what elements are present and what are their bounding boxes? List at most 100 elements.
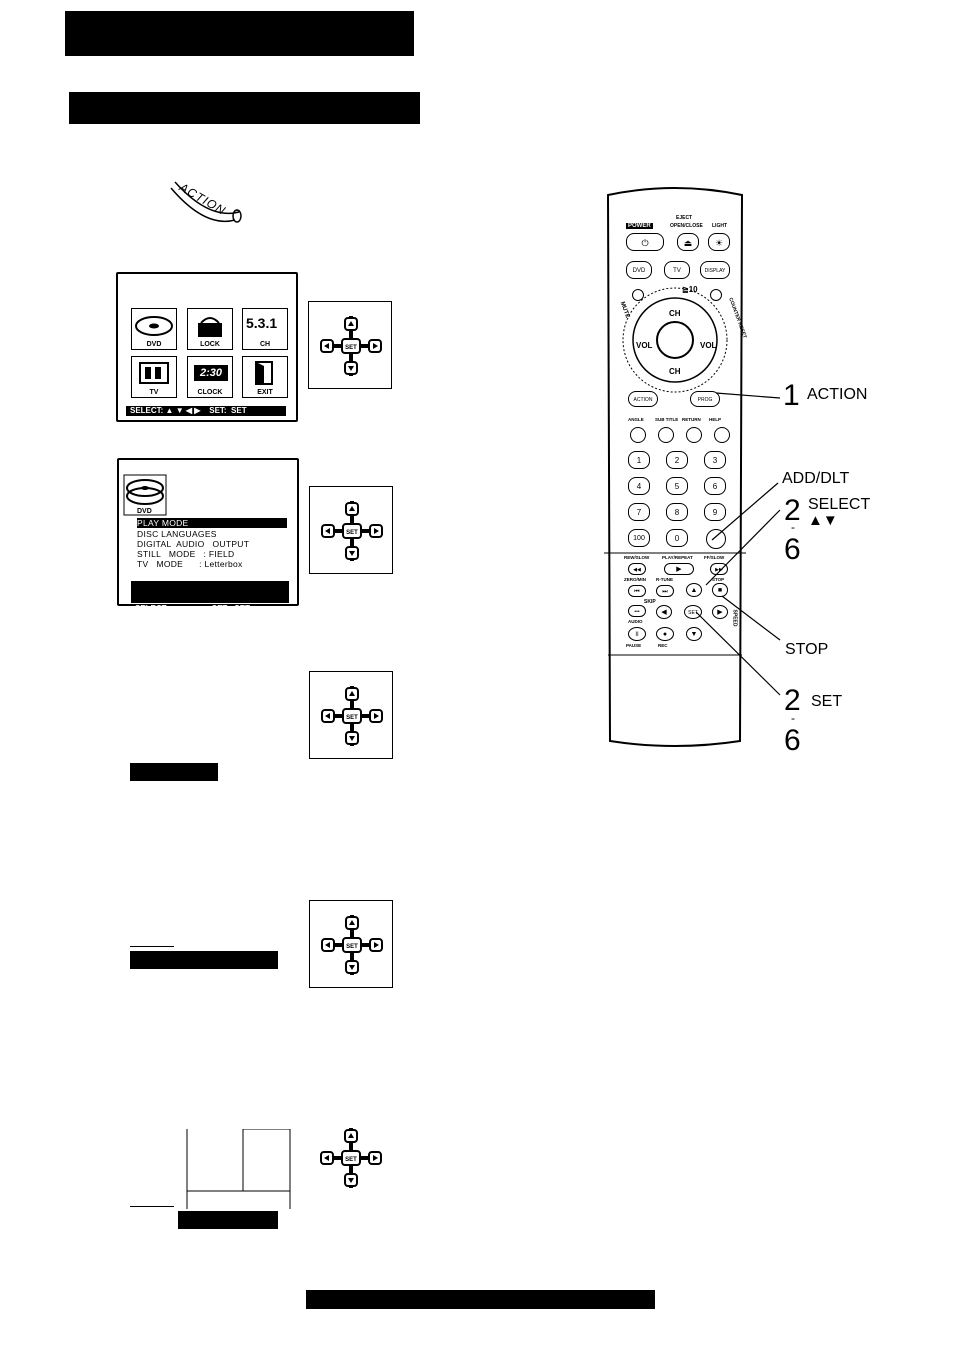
channel-numbers-glyph: 5.3.1 bbox=[246, 315, 278, 331]
down-arrow-icon bbox=[344, 1173, 358, 1187]
footer-bar bbox=[306, 1290, 655, 1309]
set-button[interactable]: SET bbox=[684, 605, 702, 619]
number-key[interactable]: 7 bbox=[628, 503, 650, 521]
up-button[interactable]: ▲ bbox=[686, 583, 702, 597]
left-arrow-icon bbox=[321, 524, 335, 538]
set-key bbox=[342, 937, 362, 953]
prog-button[interactable]: PROG bbox=[690, 391, 720, 407]
number-key[interactable]: 5 bbox=[666, 477, 688, 495]
counter-reset-button[interactable] bbox=[710, 289, 722, 301]
function-row-button[interactable] bbox=[658, 427, 674, 443]
function-row-button[interactable] bbox=[714, 427, 730, 443]
label-bar bbox=[178, 1211, 278, 1229]
number-key-100[interactable]: 100 bbox=[628, 529, 650, 547]
up-arrow-icon bbox=[344, 1129, 358, 1143]
number-key[interactable]: 2 bbox=[666, 451, 688, 469]
menu-item-exit: EXIT bbox=[242, 356, 288, 398]
number-key[interactable]: 4 bbox=[628, 477, 650, 495]
mute-button[interactable] bbox=[632, 289, 644, 301]
dpad-icon: SET bbox=[321, 915, 383, 975]
up-arrow-icon bbox=[345, 502, 359, 516]
ff-button[interactable]: ▶▶ bbox=[710, 563, 728, 575]
eject-label: EJECT bbox=[676, 215, 693, 221]
down-button[interactable]: ▼ bbox=[686, 627, 702, 641]
rtune-label: R-TUNE bbox=[656, 577, 673, 582]
rec-button[interactable]: ● bbox=[656, 627, 674, 641]
eject-button[interactable]: ⏏ bbox=[677, 233, 699, 251]
rew-button[interactable]: ◀◀ bbox=[628, 563, 646, 575]
audio-button[interactable]: ••• bbox=[628, 605, 646, 617]
light-button[interactable]: ☀ bbox=[708, 233, 730, 251]
right-arrow-icon bbox=[368, 339, 382, 353]
dvd-menu-screen: DVD PLAY MODE DISC LANGUAGES DIGITAL AUD… bbox=[117, 458, 299, 646]
power-label: POWER bbox=[626, 223, 653, 229]
underline-rule bbox=[130, 1206, 174, 1207]
up-arrow-icon bbox=[345, 916, 359, 930]
right-arrow-icon bbox=[368, 1151, 382, 1165]
left-arrow-icon bbox=[320, 1151, 334, 1165]
function-row-button[interactable] bbox=[686, 427, 702, 443]
number-key[interactable]: 8 bbox=[666, 503, 688, 521]
left-arrow-icon bbox=[321, 938, 335, 952]
stop-button[interactable]: ■ bbox=[712, 583, 728, 597]
up-arrow-icon bbox=[345, 687, 359, 701]
menu-item-label-ch: CH bbox=[259, 341, 271, 348]
ch-down-label: CH bbox=[669, 367, 681, 376]
step1-label: ACTION bbox=[807, 386, 868, 403]
dvd-menu-title: DVD bbox=[137, 508, 152, 515]
set-key bbox=[342, 523, 362, 539]
dpad-icon: SET bbox=[321, 501, 383, 561]
down-arrow-icon bbox=[344, 361, 358, 375]
tv-fm-button[interactable]: TV bbox=[664, 261, 690, 279]
dvd-menu-status-bar: SELECT : ▲ ▼ SET : SET END : ACTION bbox=[131, 581, 289, 646]
function-row-button[interactable] bbox=[630, 427, 646, 443]
clock-icon: 2:30 bbox=[194, 365, 228, 381]
main-menu-status-bar: SELECT: ▲ ▼ ◀ ▶ SET: SET bbox=[126, 406, 286, 416]
left-button[interactable]: ◀ bbox=[656, 605, 672, 619]
number-key[interactable]: 3 bbox=[704, 451, 726, 469]
right-button[interactable]: ▶ bbox=[712, 605, 728, 619]
power-button[interactable]: ⏻ bbox=[626, 233, 664, 251]
light-label: LIGHT bbox=[712, 223, 727, 229]
function-row-label: SUB TITLE bbox=[655, 417, 679, 422]
number-key[interactable]: 1 bbox=[628, 451, 650, 469]
pause-button[interactable]: II bbox=[628, 627, 646, 641]
display-button[interactable]: DISPLAY bbox=[700, 261, 730, 279]
left-arrow-icon bbox=[320, 339, 334, 353]
menu-item-label-dvd: DVD bbox=[146, 341, 162, 348]
menu-item-tv: TV bbox=[131, 356, 177, 398]
right-arrow-icon bbox=[369, 938, 383, 952]
select-step-dash: - bbox=[791, 520, 795, 534]
open-close-label: OPEN/CLOSE bbox=[670, 223, 703, 229]
ch-up-label: CH bbox=[669, 309, 681, 318]
rec-label: REC bbox=[658, 643, 668, 648]
down-arrow-icon bbox=[345, 960, 359, 974]
number-key[interactable]: 9 bbox=[704, 503, 726, 521]
number-key[interactable]: 6 bbox=[704, 477, 726, 495]
bracket-diagram bbox=[186, 1128, 292, 1209]
set-key bbox=[342, 708, 362, 724]
action-button-illustration: ACTION bbox=[165, 180, 245, 232]
dpad-illustration-2: SET bbox=[309, 486, 393, 574]
menu-item-label-clock: CLOCK bbox=[197, 389, 223, 396]
dvd-menu-item: STILL MODE : FIELD bbox=[137, 549, 235, 559]
dvd-tv-button[interactable]: DVD bbox=[626, 261, 652, 279]
up-arrow-icon bbox=[344, 317, 358, 331]
underline-rule bbox=[130, 946, 174, 947]
play-button[interactable]: ▶ bbox=[664, 563, 694, 575]
number-key-0[interactable]: 0 bbox=[666, 529, 688, 547]
title-bar bbox=[65, 11, 414, 56]
speed-label: SPEED bbox=[731, 609, 738, 627]
function-row-label: RETURN bbox=[682, 417, 701, 422]
action-button[interactable]: ACTION bbox=[628, 391, 658, 407]
select-step-number-bottom: 6 bbox=[784, 533, 801, 566]
down-arrow-icon bbox=[345, 731, 359, 745]
main-menu-screen: DVD LOCK 5.3.1 CH TV 2:30 CLOCK EXIT SEL… bbox=[116, 272, 298, 422]
lock-icon bbox=[198, 317, 222, 337]
add-dlt-callout: ADD/DLT bbox=[782, 470, 850, 487]
skip-back-button[interactable]: ⏮ bbox=[628, 585, 646, 597]
subtitle-bar bbox=[69, 92, 420, 124]
dvd-menu-item: TV MODE : Letterbox bbox=[137, 559, 243, 569]
add-dlt-button[interactable] bbox=[706, 529, 726, 549]
skip-fwd-button[interactable]: ⏭ bbox=[656, 585, 674, 597]
